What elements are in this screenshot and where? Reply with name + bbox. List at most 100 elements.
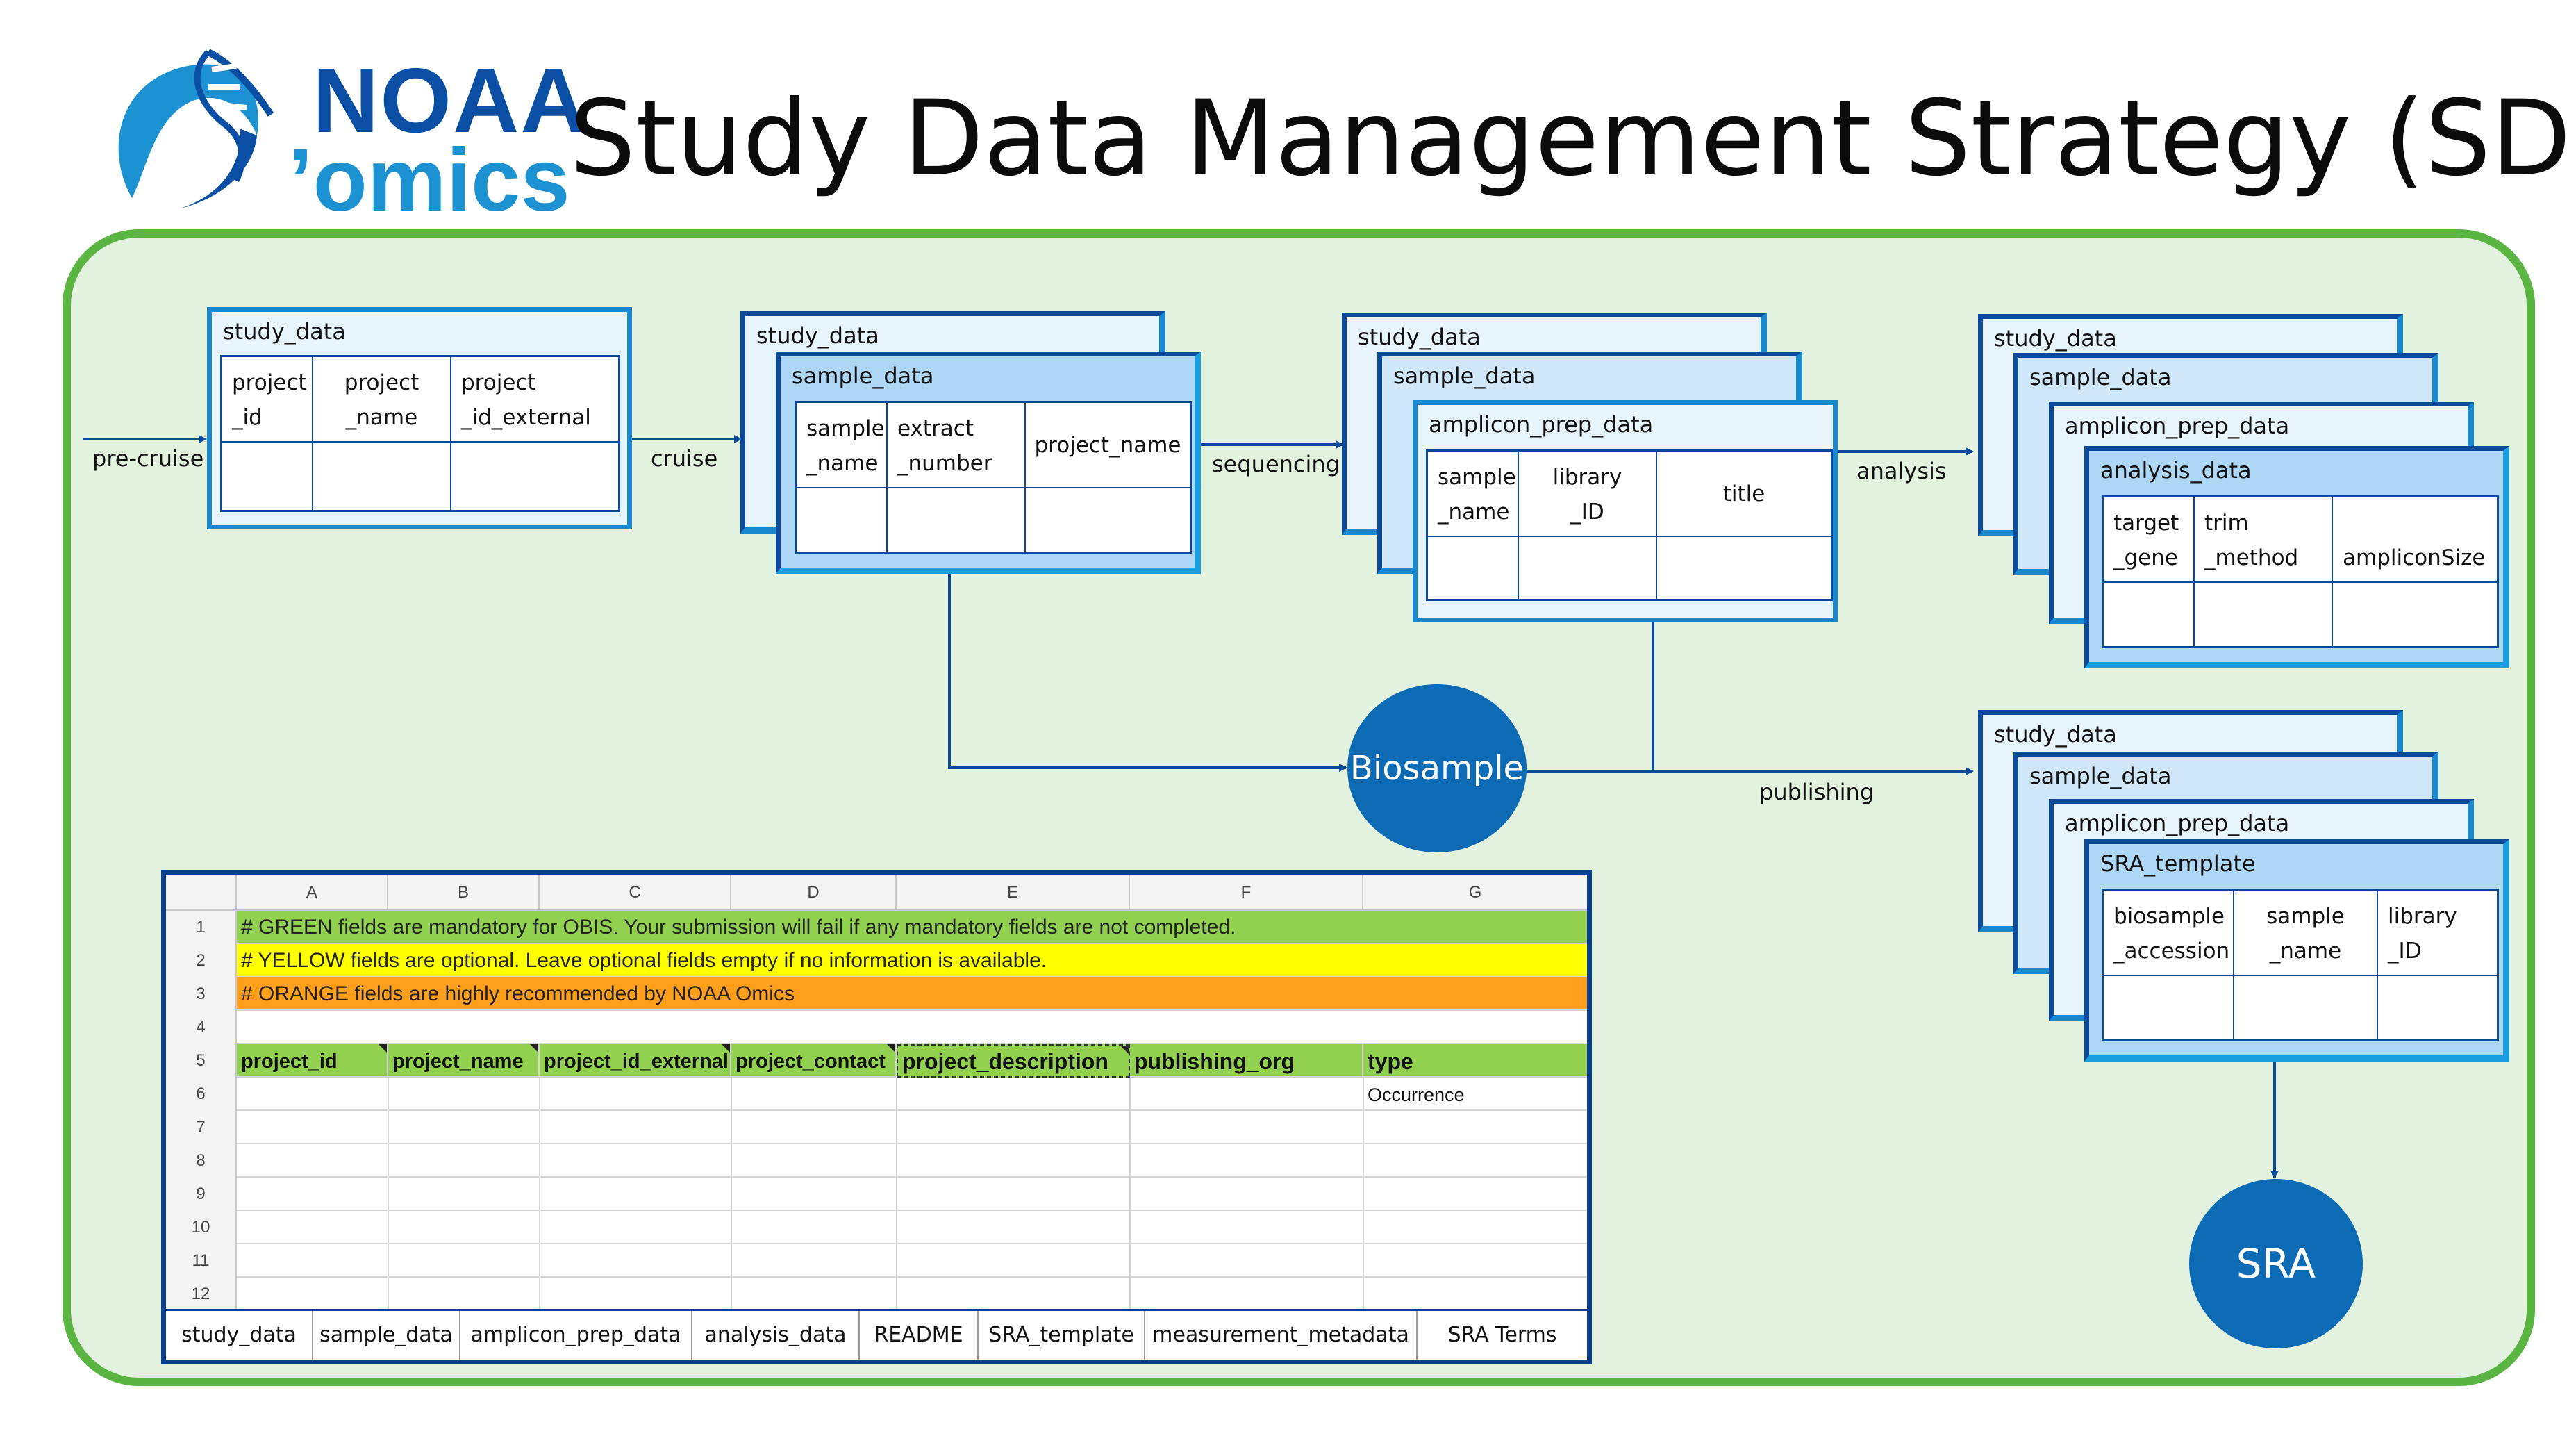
- cell-text: project_id: [241, 1050, 338, 1073]
- row-number: 4: [166, 1011, 237, 1044]
- row-number: 11: [166, 1244, 237, 1278]
- card-title: SRA_template: [2100, 850, 2256, 877]
- column-header: extract _number: [888, 403, 1026, 488]
- row-number: 1: [166, 911, 237, 944]
- cell-text: project_description: [902, 1049, 1108, 1074]
- sheet-header-cell[interactable]: project_id: [237, 1044, 388, 1078]
- card-title: study_data: [1994, 721, 2117, 748]
- sample-data-card: sample_data sample _name extract _number…: [776, 352, 1201, 574]
- column-header: project _id: [222, 357, 313, 443]
- cell-text: project_name: [392, 1050, 524, 1073]
- sheet-tab-sra-terms[interactable]: SRA Terms: [1447, 1323, 1557, 1347]
- sheet-note-yellow[interactable]: # YELLOW fields are optional. Leave opti…: [237, 944, 1587, 977]
- noaa-omics-logo: NOAA ’omics: [104, 38, 587, 226]
- cell-text: publishing_org: [1134, 1049, 1295, 1074]
- edge-label-cruise: cruise: [651, 445, 718, 472]
- empty-cell: [2333, 583, 2497, 646]
- column-header: sample _name: [797, 403, 888, 488]
- row-number: 7: [166, 1111, 237, 1144]
- column-letter: E: [897, 875, 1130, 911]
- sheet-note-orange[interactable]: # ORANGE fields are highly recommended b…: [237, 977, 1587, 1011]
- study-data-grid: project _id project _name project _id_ex…: [220, 355, 620, 512]
- row-number: 8: [166, 1144, 237, 1178]
- logo-omics-text: ’omics: [288, 131, 570, 230]
- column-header: library _ID: [1519, 452, 1657, 537]
- sheet-tab-study-data[interactable]: study_data: [166, 1311, 313, 1360]
- row-number: 2: [166, 944, 237, 977]
- cell-text: project_id_external: [544, 1050, 729, 1073]
- card-title: amplicon_prep_data: [1429, 411, 1654, 438]
- sample-data-grid: sample _name extract _number project_nam…: [795, 401, 1192, 554]
- amplicon-prep-grid: sample _name library _ID title: [1426, 449, 1833, 601]
- sheet-header-cell[interactable]: publishing_org: [1130, 1044, 1363, 1078]
- column-header: trim _method: [2195, 497, 2333, 583]
- card-title: sample_data: [1393, 363, 1536, 389]
- empty-cell: [2104, 976, 2234, 1039]
- sheet-corner: [166, 875, 237, 911]
- column-header: sample _name: [2234, 891, 2378, 976]
- card-title: sample_data: [792, 363, 934, 389]
- empty-cell: [1026, 488, 1190, 552]
- card-title: study_data: [1358, 324, 1481, 350]
- sheet-tab-readme[interactable]: README: [860, 1311, 979, 1360]
- column-header: project _id_external: [451, 357, 618, 443]
- card-title: amplicon_prep_data: [2065, 810, 2290, 836]
- column-letter: F: [1130, 875, 1363, 911]
- empty-cell: [797, 488, 888, 552]
- column-letter: D: [731, 875, 897, 911]
- row-number: 6: [166, 1078, 237, 1111]
- edge-label-analysis: analysis: [1856, 458, 1947, 484]
- card-title: sample_data: [2029, 364, 2172, 390]
- sheet-note-green[interactable]: # GREEN fields are mandatory for OBIS. Y…: [237, 911, 1587, 944]
- sra-template-card: SRA_template biosample _accession sample…: [2084, 839, 2509, 1062]
- sheet-empty-grid: [237, 1043, 1587, 1311]
- sheet-tab-amplicon-prep-data[interactable]: amplicon_prep_data: [460, 1311, 692, 1360]
- empty-cell: [222, 443, 313, 510]
- analysis-data-grid: target _gene trim _method ampliconSize: [2102, 495, 2499, 648]
- sheet-tab-sra-template[interactable]: SRA_template: [979, 1311, 1145, 1360]
- empty-cell: [2378, 976, 2497, 1039]
- empty-cell: [1428, 537, 1519, 599]
- card-title: sample_data: [2029, 763, 2172, 789]
- logo-noaa-text: NOAA: [313, 49, 588, 151]
- column-letter: A: [237, 875, 388, 911]
- column-letter: B: [388, 875, 540, 911]
- comment-indicator-icon: [530, 1044, 538, 1053]
- biosample-node: Biosample: [1347, 684, 1527, 852]
- sheet-header-cell[interactable]: project_name: [388, 1044, 540, 1078]
- comment-indicator-icon: [722, 1044, 730, 1053]
- empty-cell: [1519, 537, 1657, 599]
- column-header: target _gene: [2104, 497, 2195, 583]
- empty-cell: [888, 488, 1026, 552]
- sheet-tab-sample-data[interactable]: sample_data: [313, 1311, 460, 1360]
- empty-cell: [2195, 583, 2333, 646]
- column-header: ampliconSize: [2333, 497, 2497, 583]
- card-title: study_data: [1994, 325, 2117, 352]
- card-title: amplicon_prep_data: [2065, 413, 2290, 439]
- dna-swoosh-icon: [118, 49, 274, 208]
- comment-indicator-icon: [887, 1044, 895, 1053]
- sheet-header-cell[interactable]: type: [1363, 1044, 1587, 1078]
- comment-indicator-icon: [1120, 1046, 1129, 1054]
- cell-text: type: [1368, 1049, 1413, 1074]
- row-number: 5: [166, 1044, 237, 1078]
- sheet-tab-measurement-metadata[interactable]: measurement_metadata: [1145, 1311, 1418, 1360]
- edge-label-publishing: publishing: [1759, 779, 1875, 805]
- sheet-tab-analysis-data[interactable]: analysis_data: [692, 1311, 860, 1360]
- column-header: biosample _accession: [2104, 891, 2234, 976]
- sheet-header-cell-selected[interactable]: project_description: [897, 1044, 1130, 1078]
- edge-sample-to-biosample: [948, 574, 1347, 772]
- empty-cell: [2234, 976, 2378, 1039]
- cell-text: project_contact: [736, 1050, 886, 1073]
- card-title: study_data: [756, 322, 879, 349]
- edge-label-sequencing: sequencing: [1212, 451, 1340, 477]
- row-number: 3: [166, 977, 237, 1011]
- column-header: title: [1657, 452, 1831, 537]
- column-letter: C: [540, 875, 731, 911]
- column-header: sample _name: [1428, 452, 1519, 537]
- sheet-header-cell[interactable]: project_contact: [731, 1044, 897, 1078]
- column-letter: G: [1363, 875, 1587, 911]
- sheet-header-cell[interactable]: project_id_external: [540, 1044, 731, 1078]
- empty-cell: [451, 443, 618, 510]
